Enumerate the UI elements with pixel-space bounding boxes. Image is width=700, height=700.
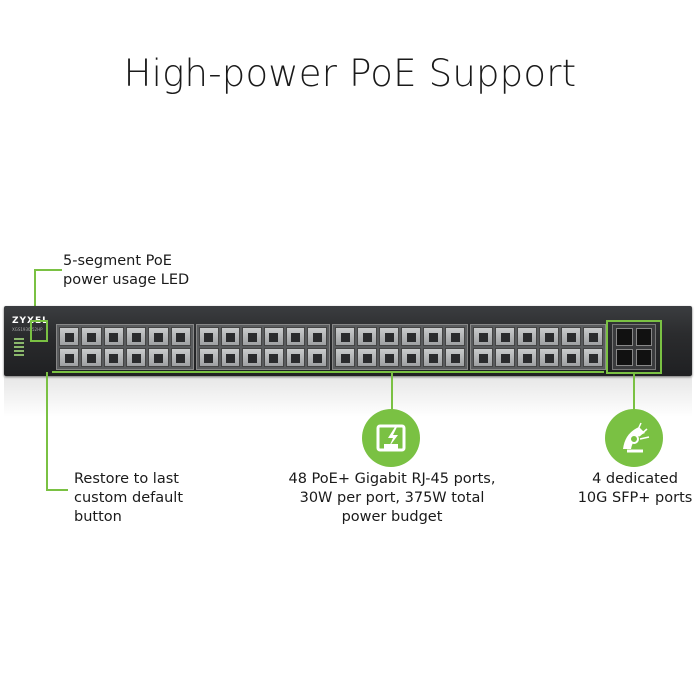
port-block-1 bbox=[56, 324, 194, 370]
poe-usage-led bbox=[14, 336, 36, 370]
callout-led-line-v bbox=[34, 269, 36, 321]
model-label: XGS1930-52HP bbox=[12, 327, 43, 332]
ethernet-power-icon bbox=[362, 409, 420, 467]
callout-restore-line-h bbox=[46, 489, 68, 491]
led-highlight bbox=[30, 320, 48, 342]
poe-ports-highlight bbox=[52, 371, 604, 373]
sfp-highlight bbox=[606, 320, 662, 374]
callout-poe-text: 48 PoE+ Gigabit RJ-45 ports, 30W per por… bbox=[288, 471, 496, 525]
callout-poe-line bbox=[391, 373, 393, 413]
network-switch: ZYXEL XGS1930-52HP bbox=[4, 306, 692, 376]
callout-restore-line-v bbox=[46, 372, 48, 490]
switch-reflection bbox=[4, 377, 692, 417]
page-title: High-power PoE Support bbox=[123, 52, 577, 95]
callout-sfp-text: 4 dedicated 10G SFP+ ports bbox=[577, 471, 693, 506]
port-block-4 bbox=[470, 324, 606, 370]
fiber-icon bbox=[605, 409, 663, 467]
brand-logo: ZYXEL bbox=[12, 316, 49, 326]
sfp-ports bbox=[612, 324, 656, 370]
callout-led-text: 5-segment PoE power usage LED bbox=[63, 253, 190, 288]
callout-sfp-line bbox=[633, 374, 635, 412]
port-block-3 bbox=[332, 324, 468, 370]
port-block-2 bbox=[196, 324, 330, 370]
callout-restore-text: Restore to last custom default button bbox=[74, 471, 184, 525]
callout-led-line-h bbox=[34, 269, 62, 271]
